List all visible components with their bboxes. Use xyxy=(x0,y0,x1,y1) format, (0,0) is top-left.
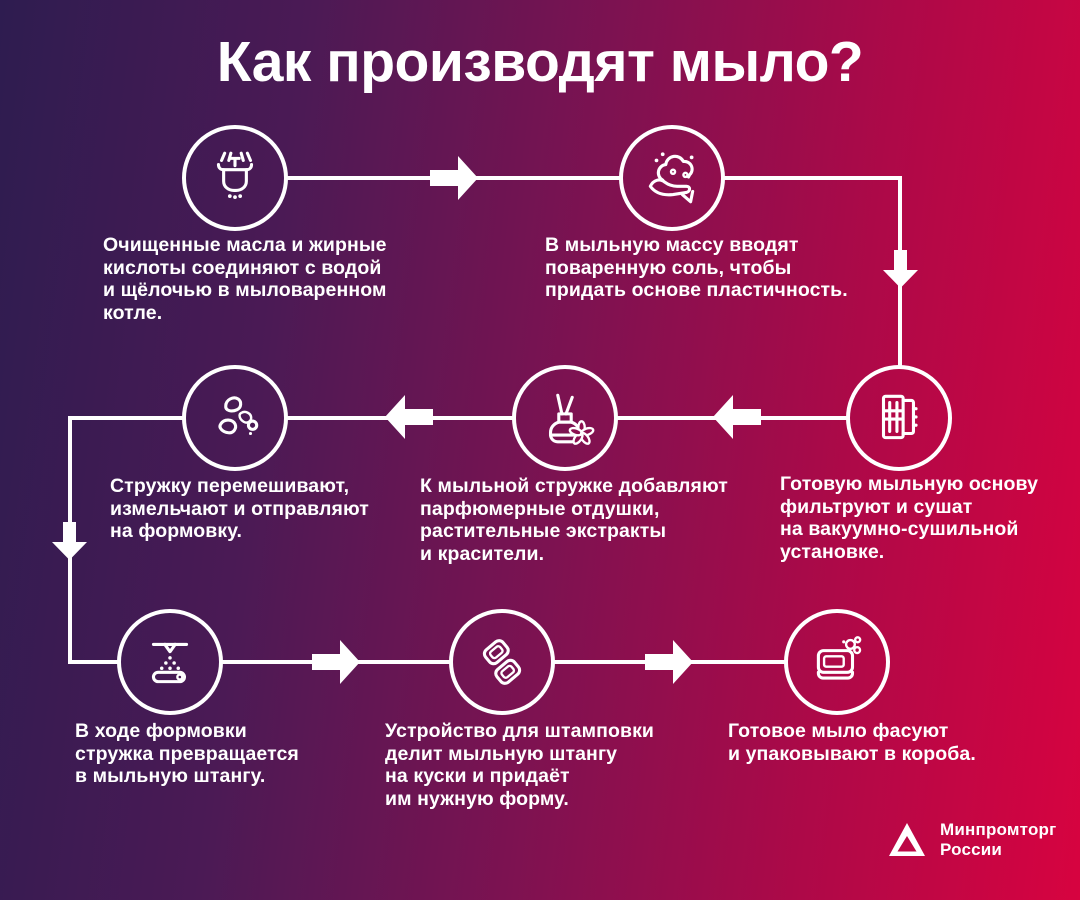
step-text-packing: Готовое мыло фасуют и упаковывают в коро… xyxy=(728,720,976,765)
step-text-salting: В мыльную массу вводят поваренную соль, … xyxy=(545,234,848,301)
step-text-stamping: Устройство для штамповки делит мыльную ш… xyxy=(385,720,655,810)
extruder-icon xyxy=(151,642,189,684)
hand-foam-icon xyxy=(648,152,695,204)
step-text-perfuming: К мыльной стружке добавляют парфюмерные … xyxy=(420,475,728,565)
soap-flakes-icon xyxy=(218,396,259,436)
arrow-down-icon xyxy=(883,250,918,288)
arrow-right-icon xyxy=(312,640,360,684)
step-circle-stamping xyxy=(449,609,555,715)
step-text-cooking: Очищенные масла и жирные кислоты соединя… xyxy=(103,234,387,324)
stamping-icon xyxy=(482,639,522,685)
perfume-diffuser-icon xyxy=(548,393,595,445)
filter-press-icon xyxy=(881,394,918,440)
step-text-extruding: В ходе формовки стружка превращается в м… xyxy=(75,720,299,787)
step-text-filtering: Готовую мыльную основу фильтруют и сушат… xyxy=(780,473,1039,563)
flow-line xyxy=(723,176,902,180)
soap-kettle-icon xyxy=(216,151,254,199)
flow-line xyxy=(70,660,119,664)
packaged-soap-icon xyxy=(816,636,862,680)
step-text-milling: Стружку перемешивают, измельчают и отпра… xyxy=(110,475,369,542)
arrow-right-icon xyxy=(430,156,478,200)
arrow-right-icon xyxy=(645,640,693,684)
arrow-left-icon xyxy=(385,395,433,439)
flow-line xyxy=(68,416,184,420)
step-circle-salting xyxy=(619,125,725,231)
page-title: Как производят мыло? xyxy=(216,30,864,94)
minpromtorg-triangle-icon xyxy=(889,822,925,856)
arrow-down-icon xyxy=(52,522,87,560)
step-circle-extruding xyxy=(117,609,223,715)
step-circle-packing xyxy=(784,609,890,715)
minpromtorg-logo: Минпромторг России xyxy=(888,820,1056,859)
step-circle-perfuming xyxy=(512,365,618,471)
step-circle-cooking xyxy=(182,125,288,231)
arrow-left-icon xyxy=(713,395,761,439)
step-circle-filtering xyxy=(846,365,952,471)
minpromtorg-label: Минпромторг России xyxy=(940,820,1057,859)
step-circle-milling xyxy=(182,365,288,471)
